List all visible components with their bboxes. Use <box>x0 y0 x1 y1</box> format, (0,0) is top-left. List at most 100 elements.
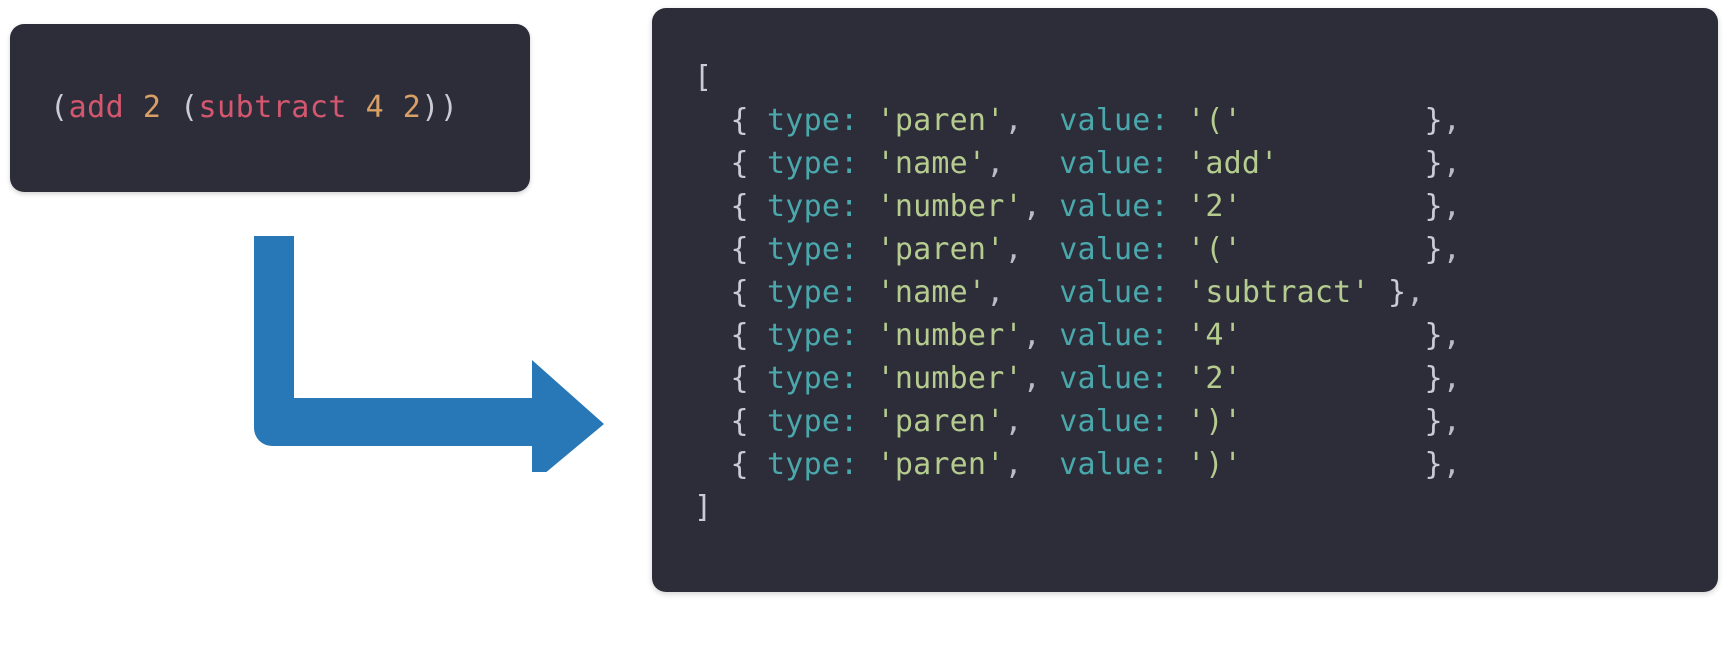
row-trailing-comma: , <box>1442 103 1462 138</box>
row-type-value: 'name' <box>876 146 987 181</box>
row-key-type: type: <box>767 404 859 439</box>
output-tokens-panel: [ { type: 'paren', value: '(' }, { type:… <box>652 8 1718 592</box>
row-open-brace: { <box>694 275 768 310</box>
row-key-type: type: <box>767 361 859 396</box>
row-comma: , <box>1004 447 1060 482</box>
row-value-value: '2' <box>1187 189 1242 224</box>
row-type-value: 'number' <box>876 189 1023 224</box>
row-space <box>1169 232 1187 267</box>
input-token-paren: ) <box>421 90 440 125</box>
row-trailing-comma: , <box>1442 361 1462 396</box>
row-trailing-comma: , <box>1442 318 1462 353</box>
row-pad <box>1242 232 1425 267</box>
row-key-value: value: <box>1059 232 1169 267</box>
row-space <box>858 447 876 482</box>
row-comma: , <box>986 275 1060 310</box>
token-row: { type: 'number', value: '4' }, <box>694 314 1718 357</box>
input-token-paren: ( <box>179 90 199 125</box>
open-bracket-glyph: [ <box>694 60 713 95</box>
row-close-brace: } <box>1424 447 1443 482</box>
row-space <box>1169 404 1187 439</box>
input-token-paren: ) <box>439 90 459 125</box>
row-space <box>858 103 876 138</box>
row-space <box>858 404 876 439</box>
row-value-value: ')' <box>1187 447 1242 482</box>
elbow-arrow-right-icon <box>232 232 612 484</box>
row-comma: , <box>1022 189 1060 224</box>
row-key-value: value: <box>1059 361 1169 396</box>
row-type-value: 'name' <box>876 275 987 310</box>
row-key-type: type: <box>767 275 859 310</box>
token-row: { type: 'paren', value: '(' }, <box>694 228 1718 271</box>
row-value-value: '(' <box>1187 103 1242 138</box>
row-key-value: value: <box>1059 275 1169 310</box>
row-open-brace: { <box>694 318 768 353</box>
row-close-brace: } <box>1424 103 1443 138</box>
row-open-brace: { <box>694 447 768 482</box>
row-key-type: type: <box>767 103 859 138</box>
input-token-plain <box>384 90 403 125</box>
row-space <box>858 146 876 181</box>
token-row: { type: 'number', value: '2' }, <box>694 185 1718 228</box>
output-tokens-code: [ { type: 'paren', value: '(' }, { type:… <box>694 56 1718 529</box>
row-pad <box>1242 404 1425 439</box>
row-type-value: 'paren' <box>876 447 1005 482</box>
row-key-value: value: <box>1059 318 1169 353</box>
row-close-brace: } <box>1387 275 1407 310</box>
token-row: { type: 'paren', value: ')' }, <box>694 400 1718 443</box>
input-token-plain <box>347 90 366 125</box>
row-key-value: value: <box>1059 189 1169 224</box>
row-open-brace: { <box>694 189 768 224</box>
row-pad <box>1278 146 1424 181</box>
row-space <box>1169 318 1187 353</box>
row-key-type: type: <box>767 447 859 482</box>
row-comma: , <box>986 146 1060 181</box>
token-row: { type: 'name', value: 'subtract' }, <box>694 271 1718 314</box>
input-token-plain <box>161 90 180 125</box>
row-comma: , <box>1004 404 1060 439</box>
row-key-type: type: <box>767 189 859 224</box>
row-space <box>1169 103 1187 138</box>
row-comma: , <box>1004 103 1060 138</box>
row-trailing-comma: , <box>1406 275 1425 310</box>
row-close-brace: } <box>1424 404 1443 439</box>
row-comma: , <box>1022 361 1060 396</box>
row-value-value: '4' <box>1187 318 1242 353</box>
row-open-brace: { <box>694 103 768 138</box>
row-value-value: '(' <box>1187 232 1242 267</box>
row-space <box>1169 447 1187 482</box>
row-space <box>1169 189 1187 224</box>
row-open-brace: { <box>694 146 768 181</box>
row-key-type: type: <box>767 318 859 353</box>
token-row: { type: 'number', value: '2' }, <box>694 357 1718 400</box>
row-trailing-comma: , <box>1442 447 1462 482</box>
row-type-value: 'number' <box>876 318 1023 353</box>
row-value-value: '2' <box>1187 361 1242 396</box>
row-close-brace: } <box>1424 189 1443 224</box>
row-pad <box>1370 275 1388 310</box>
row-pad <box>1242 103 1425 138</box>
row-key-value: value: <box>1059 447 1169 482</box>
row-space <box>1169 275 1187 310</box>
row-close-brace: } <box>1424 361 1443 396</box>
input-token-plain <box>124 90 143 125</box>
row-trailing-comma: , <box>1442 232 1462 267</box>
row-pad <box>1242 318 1425 353</box>
row-key-value: value: <box>1059 103 1169 138</box>
row-pad <box>1242 447 1425 482</box>
row-key-value: value: <box>1059 146 1169 181</box>
row-key-type: type: <box>767 232 859 267</box>
array-close-bracket: ] <box>694 486 1718 529</box>
input-token-number: 2 <box>402 90 422 125</box>
row-open-brace: { <box>694 361 768 396</box>
row-pad <box>1242 361 1425 396</box>
input-token-name: add <box>68 90 125 125</box>
row-type-value: 'number' <box>876 361 1023 396</box>
row-close-brace: } <box>1424 232 1443 267</box>
input-token-number: 4 <box>365 90 385 125</box>
input-code-box: (add 2 (subtract 4 2)) <box>10 24 530 192</box>
row-trailing-comma: , <box>1442 146 1462 181</box>
row-space <box>1169 361 1187 396</box>
row-type-value: 'paren' <box>876 103 1005 138</box>
row-value-value: 'add' <box>1187 146 1279 181</box>
